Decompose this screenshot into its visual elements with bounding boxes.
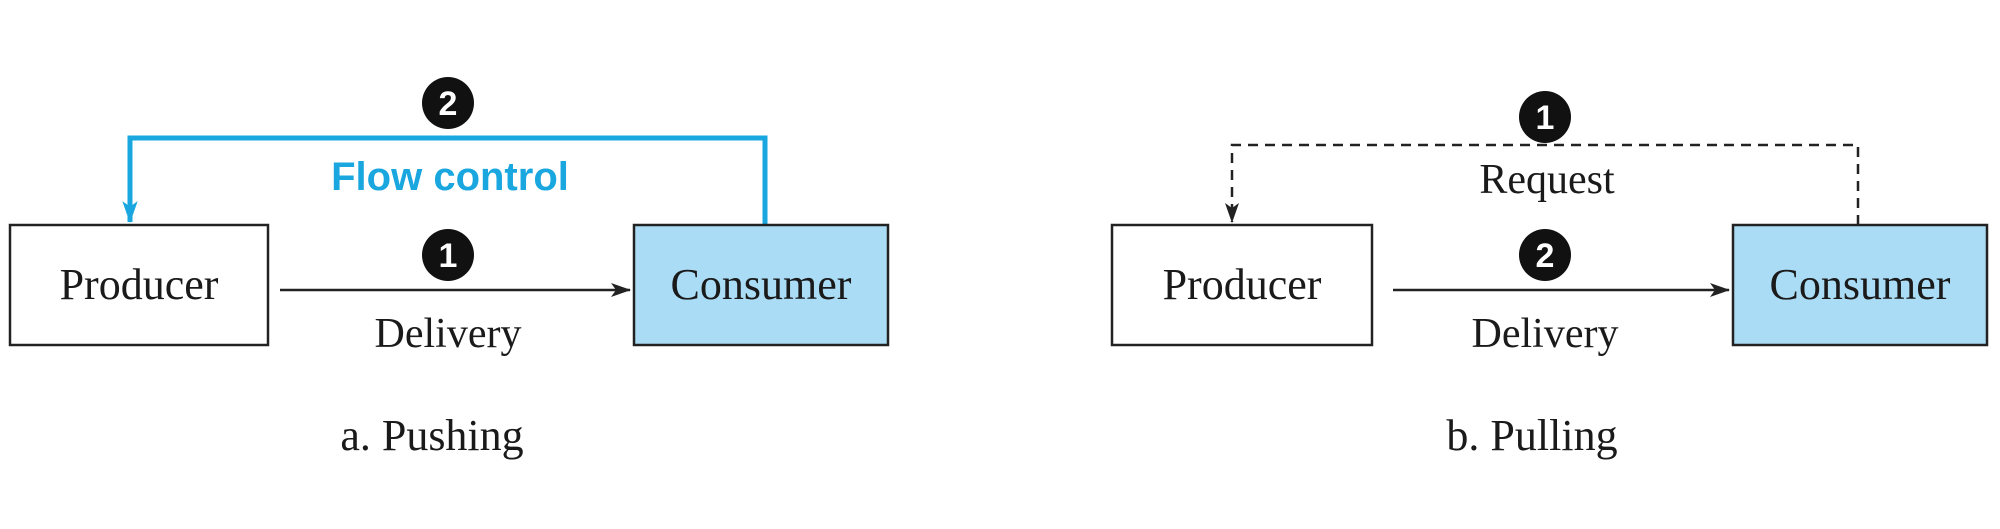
pushing-delivery-step-number: 1: [439, 237, 458, 275]
pulling-consumer-box: Consumer: [1731, 223, 1989, 347]
pulling-panel: 1 Request Producer Consumer 2 Delivery b…: [1110, 91, 1989, 460]
pushing-delivery-label: Delivery: [375, 311, 522, 357]
pulling-delivery-step-number: 2: [1536, 237, 1555, 275]
pulling-caption: b. Pulling: [1446, 411, 1617, 460]
request-arrow: [1225, 143, 1860, 225]
flow-control-label: Flow control: [331, 155, 569, 199]
request-step-badge: 1: [1519, 91, 1571, 143]
pulling-producer-label: Producer: [1163, 260, 1322, 309]
pushing-consumer-box: Consumer: [632, 223, 890, 347]
pulling-producer-box: Producer: [1110, 223, 1374, 347]
request-step-number: 1: [1536, 99, 1555, 137]
pushing-producer-box: Producer: [8, 223, 270, 347]
request-label: Request: [1479, 157, 1615, 203]
pushing-delivery-step-badge: 1: [422, 229, 474, 281]
pulling-consumer-label: Consumer: [1770, 260, 1951, 309]
pulling-delivery-label: Delivery: [1472, 311, 1619, 357]
pushing-consumer-label: Consumer: [671, 260, 852, 309]
flow-control-arrow: [122, 135, 768, 225]
pushing-panel: 2 Flow control Producer Consumer 1 Deliv…: [8, 77, 890, 460]
pushing-caption: a. Pushing: [340, 411, 523, 460]
pulling-delivery-step-badge: 2: [1519, 229, 1571, 281]
flow-control-step-badge: 2: [422, 77, 474, 129]
flow-control-step-number: 2: [439, 85, 458, 123]
pushing-producer-label: Producer: [60, 260, 219, 309]
